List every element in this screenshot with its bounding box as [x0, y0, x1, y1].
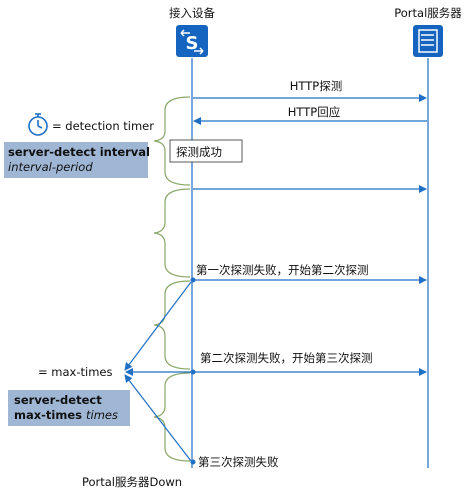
fail-1-dot	[190, 277, 196, 283]
max-times-box-line2: max-times times	[14, 408, 118, 422]
interval-info-box	[4, 142, 148, 178]
label-http-reply: HTTP回应	[288, 105, 340, 119]
svg-text:S: S	[186, 33, 199, 54]
portal-down-label: Portal服务器Down	[82, 475, 182, 489]
switch-icon: S	[176, 25, 208, 57]
label-fail-2: 第二次探测失败，开始第三次探测	[200, 351, 373, 365]
brace-4	[153, 372, 191, 462]
fail-3-dot	[190, 459, 196, 465]
interval-box-line1: server-detect interval	[8, 145, 150, 159]
server-icon	[413, 25, 443, 57]
brace-1	[153, 96, 191, 186]
label-http-probe: HTTP探测	[290, 79, 342, 93]
max-times-box-line2-bold: max-times	[14, 408, 82, 422]
max-times-info-box	[8, 390, 130, 426]
max-times-label: = max-times	[38, 365, 112, 379]
brace-2	[153, 188, 191, 278]
interval-braces	[153, 96, 191, 462]
timer-legend-label: = detection timer	[52, 119, 154, 133]
interval-box-line2: interval-period	[8, 160, 93, 174]
stopwatch-icon	[28, 113, 48, 136]
probe-success-box	[169, 139, 243, 163]
participant-right-label: Portal服务器	[394, 6, 462, 20]
participant-left-label: 接入设备	[169, 6, 215, 20]
max-times-box-line1: server-detect	[14, 393, 102, 407]
label-fail-1: 第一次探测失败，开始第二次探测	[196, 263, 369, 277]
fail-2-dot	[190, 369, 196, 375]
max-times-arrows	[124, 281, 192, 462]
brace-3	[153, 280, 191, 370]
label-probe-success: 探测成功	[176, 145, 222, 159]
label-fail-3: 第三次探测失败	[198, 455, 279, 469]
max-times-box-line2-italic: times	[86, 408, 118, 422]
